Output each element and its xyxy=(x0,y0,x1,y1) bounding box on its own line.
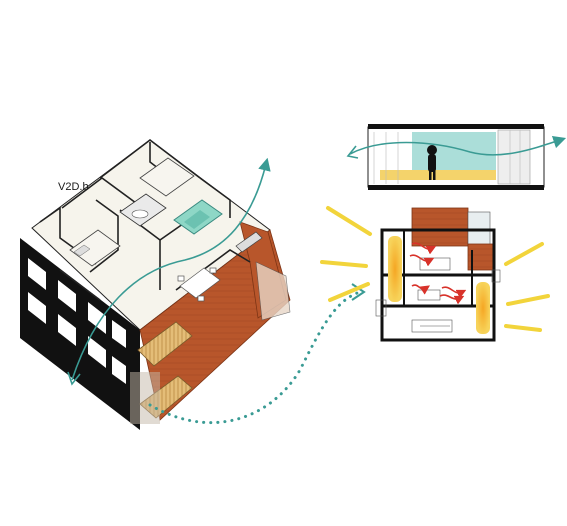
isometric-building: V2D.b xyxy=(20,138,291,430)
person-silhouette xyxy=(427,145,437,180)
bed-left xyxy=(69,229,121,267)
glass-panel xyxy=(255,261,291,321)
glass-railing xyxy=(130,372,160,424)
heat-arrows xyxy=(409,242,467,305)
section-ventilation xyxy=(346,124,567,190)
kitchen-counter xyxy=(235,231,263,253)
sofa-cushion xyxy=(184,210,210,229)
sun-rays xyxy=(320,206,550,332)
airflow-arrow-tail xyxy=(67,371,81,386)
section-solar xyxy=(375,207,501,342)
airflow-arrow xyxy=(71,157,271,381)
section-grid xyxy=(373,130,521,184)
solar-column-right xyxy=(476,282,490,334)
teal-room xyxy=(412,132,496,172)
bathroom xyxy=(119,193,167,227)
balcony-upper xyxy=(137,321,193,367)
left-facade xyxy=(20,238,140,430)
facade-windows xyxy=(28,258,126,384)
airflow-arc xyxy=(349,135,567,156)
plan-label: V2D.b xyxy=(58,181,89,193)
floor-strip xyxy=(380,170,496,180)
bed-top xyxy=(139,157,195,197)
airflow-arc-tail xyxy=(346,145,359,159)
brick-volume-top xyxy=(411,207,469,247)
dining-set xyxy=(177,267,221,302)
dotted-connector-head xyxy=(351,283,366,301)
solar-column-left xyxy=(388,236,402,302)
side-room xyxy=(497,129,531,185)
